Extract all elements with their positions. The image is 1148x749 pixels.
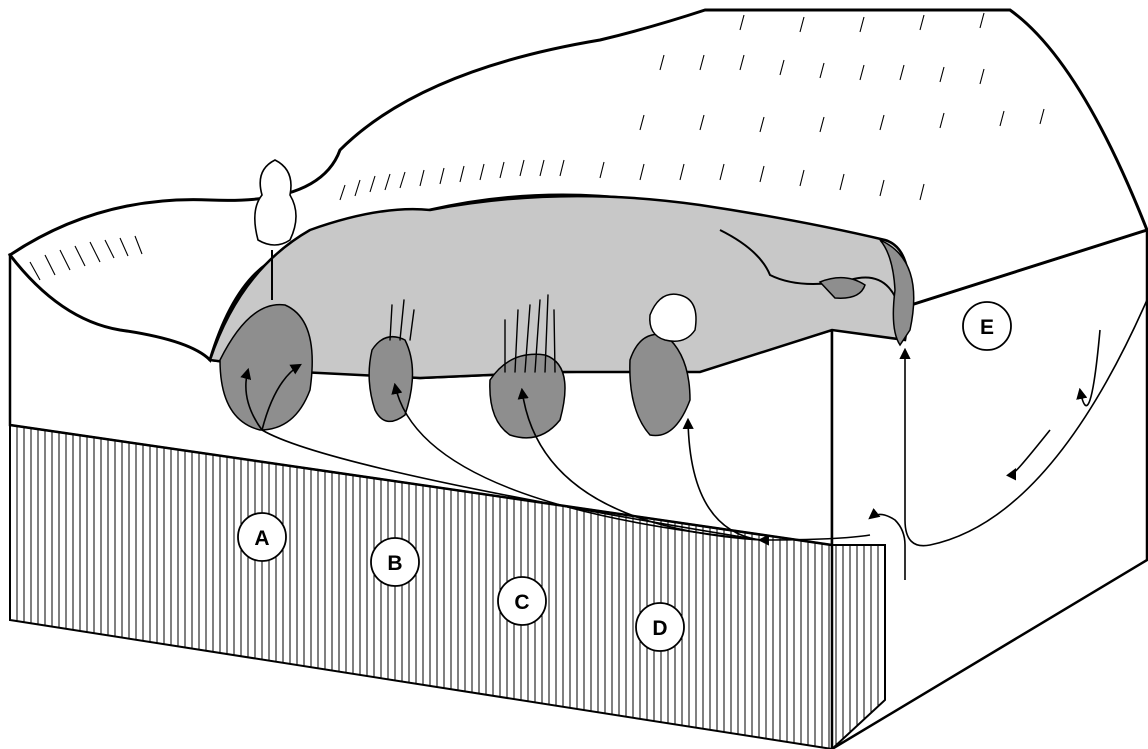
stream-channel <box>719 229 906 341</box>
svg-text:E: E <box>980 316 994 339</box>
tree-icon <box>254 159 297 300</box>
svg-text:C: C <box>514 591 529 614</box>
shrub-icon <box>649 293 697 342</box>
svg-text:D: D <box>652 617 667 640</box>
slope-hachures <box>29 12 1045 281</box>
aquifer-layer-right <box>831 544 886 749</box>
pond-b <box>368 335 414 423</box>
pond-a <box>219 303 313 431</box>
label-a: A <box>237 512 287 562</box>
groundwater-flow-lines <box>240 299 1148 580</box>
reeds-icon <box>389 294 556 373</box>
label-b: B <box>370 537 420 587</box>
label-e: E <box>962 301 1012 351</box>
wetland-basin <box>208 194 911 380</box>
pond-c <box>489 353 566 439</box>
label-d: D <box>635 602 685 652</box>
svg-text:B: B <box>387 552 402 575</box>
svg-text:A: A <box>254 527 269 550</box>
stream-edge-dark <box>879 239 915 347</box>
stream-pool <box>818 276 866 299</box>
label-c: C <box>497 576 547 626</box>
